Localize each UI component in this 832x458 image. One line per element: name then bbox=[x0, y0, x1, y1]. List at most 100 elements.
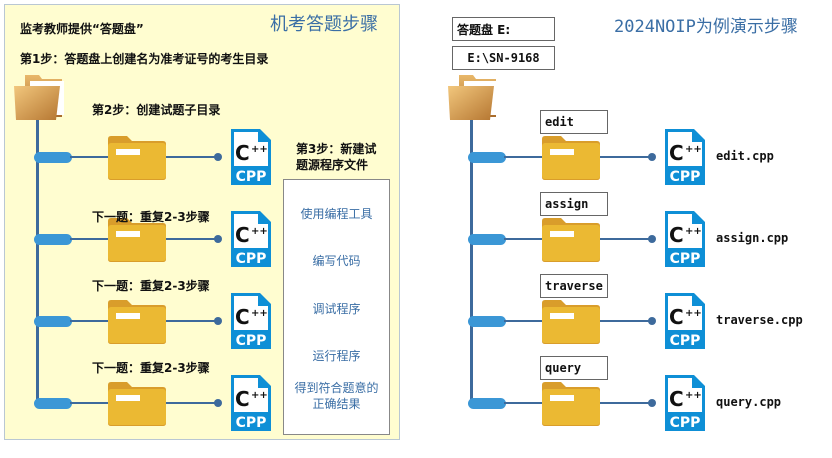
link-dot bbox=[214, 153, 222, 161]
problem-dir-label-box: edit bbox=[540, 110, 608, 134]
cpp-file-icon[interactable]: C++ CPP bbox=[230, 374, 272, 432]
svg-text:++: ++ bbox=[685, 144, 702, 155]
subfolder-icon[interactable] bbox=[106, 299, 166, 344]
step-debug: 调试程序 bbox=[312, 302, 361, 316]
cpp-file-name[interactable]: query.cpp bbox=[716, 395, 782, 409]
cpp-file-icon[interactable]: C++ CPP bbox=[664, 292, 706, 350]
svg-text:CPP: CPP bbox=[670, 333, 701, 349]
cpp-file-icon[interactable]: C++CPP bbox=[664, 210, 706, 268]
subfolder-icon[interactable] bbox=[106, 135, 166, 180]
step-use-tool: 使用编程工具 bbox=[300, 207, 373, 221]
subfolder-icon[interactable] bbox=[540, 217, 600, 262]
subfolder-icon[interactable] bbox=[540, 381, 600, 426]
student-dir-label: E:\SN-9168 bbox=[467, 51, 540, 65]
drive-label-box: 答题盘 E: bbox=[452, 17, 555, 41]
svg-text:CPP: CPP bbox=[236, 415, 267, 431]
branch-line bbox=[70, 320, 110, 322]
cpp-file-icon[interactable]: C++ CPP bbox=[230, 210, 272, 268]
branch-line bbox=[70, 402, 110, 404]
cpp-file-name[interactable]: edit.cpp bbox=[716, 149, 774, 163]
step-result-line1: 得到符合题意的 bbox=[294, 381, 379, 395]
repeat-label-1: 下一题：重复2-3步骤 bbox=[92, 210, 210, 224]
step1-label: 第1步：答题盘上创建名为准考证号的考生目录 bbox=[20, 52, 269, 66]
student-dir-box: E:\SN-9168 bbox=[452, 46, 555, 70]
step3-label-line1: 第3步：新建试 bbox=[296, 142, 377, 156]
branch-line bbox=[504, 320, 544, 322]
step3-label-line2: 题源程序文件 bbox=[296, 158, 369, 172]
svg-text:CPP: CPP bbox=[670, 415, 701, 431]
subfolder-icon[interactable] bbox=[106, 217, 166, 262]
cpp-file-icon[interactable]: C++ CPP bbox=[230, 128, 272, 186]
svg-text:C: C bbox=[235, 305, 250, 329]
problem-dir-label-box: assign bbox=[540, 192, 608, 216]
problem-dir-label: assign bbox=[545, 197, 589, 211]
right-title: 2024NOIP为例演示步骤 bbox=[614, 17, 798, 37]
problem-dir-label: traverse bbox=[545, 279, 603, 293]
cpp-file-icon[interactable]: C++CPP bbox=[664, 374, 706, 432]
file-link-line bbox=[600, 238, 652, 240]
subfolder-icon[interactable] bbox=[540, 135, 600, 180]
svg-text:C: C bbox=[669, 223, 684, 247]
link-dot bbox=[214, 317, 222, 325]
branch-line bbox=[504, 402, 544, 404]
cpp-file-icon[interactable]: C++ CPP bbox=[664, 128, 706, 186]
svg-text:C: C bbox=[235, 141, 250, 165]
svg-text:CPP: CPP bbox=[236, 251, 267, 267]
file-link-line bbox=[166, 320, 218, 322]
svg-text:C: C bbox=[235, 387, 250, 411]
branch-connector bbox=[34, 152, 72, 163]
svg-text:CPP: CPP bbox=[670, 251, 701, 267]
tree-trunk-right bbox=[470, 120, 473, 406]
left-title: 机考答题步骤 bbox=[270, 14, 378, 35]
branch-line bbox=[504, 156, 544, 158]
file-link-line bbox=[600, 402, 652, 404]
branch-line bbox=[70, 156, 110, 158]
step-write-code: 编写代码 bbox=[312, 254, 361, 268]
svg-text:++: ++ bbox=[251, 308, 268, 319]
open-folder-icon bbox=[446, 72, 504, 122]
step2-label: 第2步：创建试题子目录 bbox=[92, 103, 221, 117]
cpp-file-icon[interactable]: C++ CPP bbox=[230, 292, 272, 350]
file-link-line bbox=[600, 320, 652, 322]
link-dot bbox=[648, 399, 656, 407]
file-link-line bbox=[600, 156, 652, 158]
svg-text:C: C bbox=[669, 141, 684, 165]
subfolder-icon[interactable] bbox=[540, 299, 600, 344]
branch-connector bbox=[34, 398, 72, 409]
svg-text:++: ++ bbox=[685, 308, 702, 319]
steps-box: 使用编程工具 编写代码 调试程序 运行程序 得到符合题意的 正确结果 bbox=[283, 179, 390, 435]
svg-text:++: ++ bbox=[251, 226, 268, 237]
svg-text:CPP: CPP bbox=[236, 169, 267, 185]
problem-dir-label: query bbox=[545, 361, 582, 375]
branch-connector bbox=[34, 316, 72, 327]
svg-text:++: ++ bbox=[251, 144, 268, 155]
branch-connector bbox=[468, 152, 506, 163]
svg-text:C: C bbox=[235, 223, 250, 247]
drive-label: 答题盘 E: bbox=[457, 22, 511, 37]
step-result-line2: 正确结果 bbox=[312, 397, 361, 411]
svg-text:CPP: CPP bbox=[236, 333, 267, 349]
tree-trunk-left bbox=[36, 120, 39, 406]
open-folder-icon bbox=[12, 72, 70, 122]
step-run: 运行程序 bbox=[312, 349, 361, 363]
svg-text:CPP: CPP bbox=[670, 169, 701, 185]
file-link-line bbox=[166, 402, 218, 404]
cpp-file-name[interactable]: assign.cpp bbox=[716, 231, 789, 245]
branch-connector bbox=[34, 234, 72, 245]
branch-connector bbox=[468, 316, 506, 327]
svg-text:++: ++ bbox=[251, 390, 268, 401]
problem-dir-label-box: traverse bbox=[540, 274, 608, 298]
link-dot bbox=[214, 235, 222, 243]
provide-label: 监考教师提供“答题盘” bbox=[20, 22, 144, 36]
subfolder-icon[interactable] bbox=[106, 381, 166, 426]
branch-connector bbox=[468, 398, 506, 409]
svg-text:C: C bbox=[669, 305, 684, 329]
link-dot bbox=[648, 153, 656, 161]
problem-dir-label: edit bbox=[545, 115, 574, 129]
repeat-label-3: 下一题：重复2-3步骤 bbox=[92, 361, 210, 375]
cpp-file-name[interactable]: traverse.cpp bbox=[716, 313, 803, 327]
file-link-line bbox=[166, 156, 218, 158]
file-link-line bbox=[166, 238, 218, 240]
problem-dir-label-box: query bbox=[540, 356, 608, 380]
link-dot bbox=[214, 399, 222, 407]
